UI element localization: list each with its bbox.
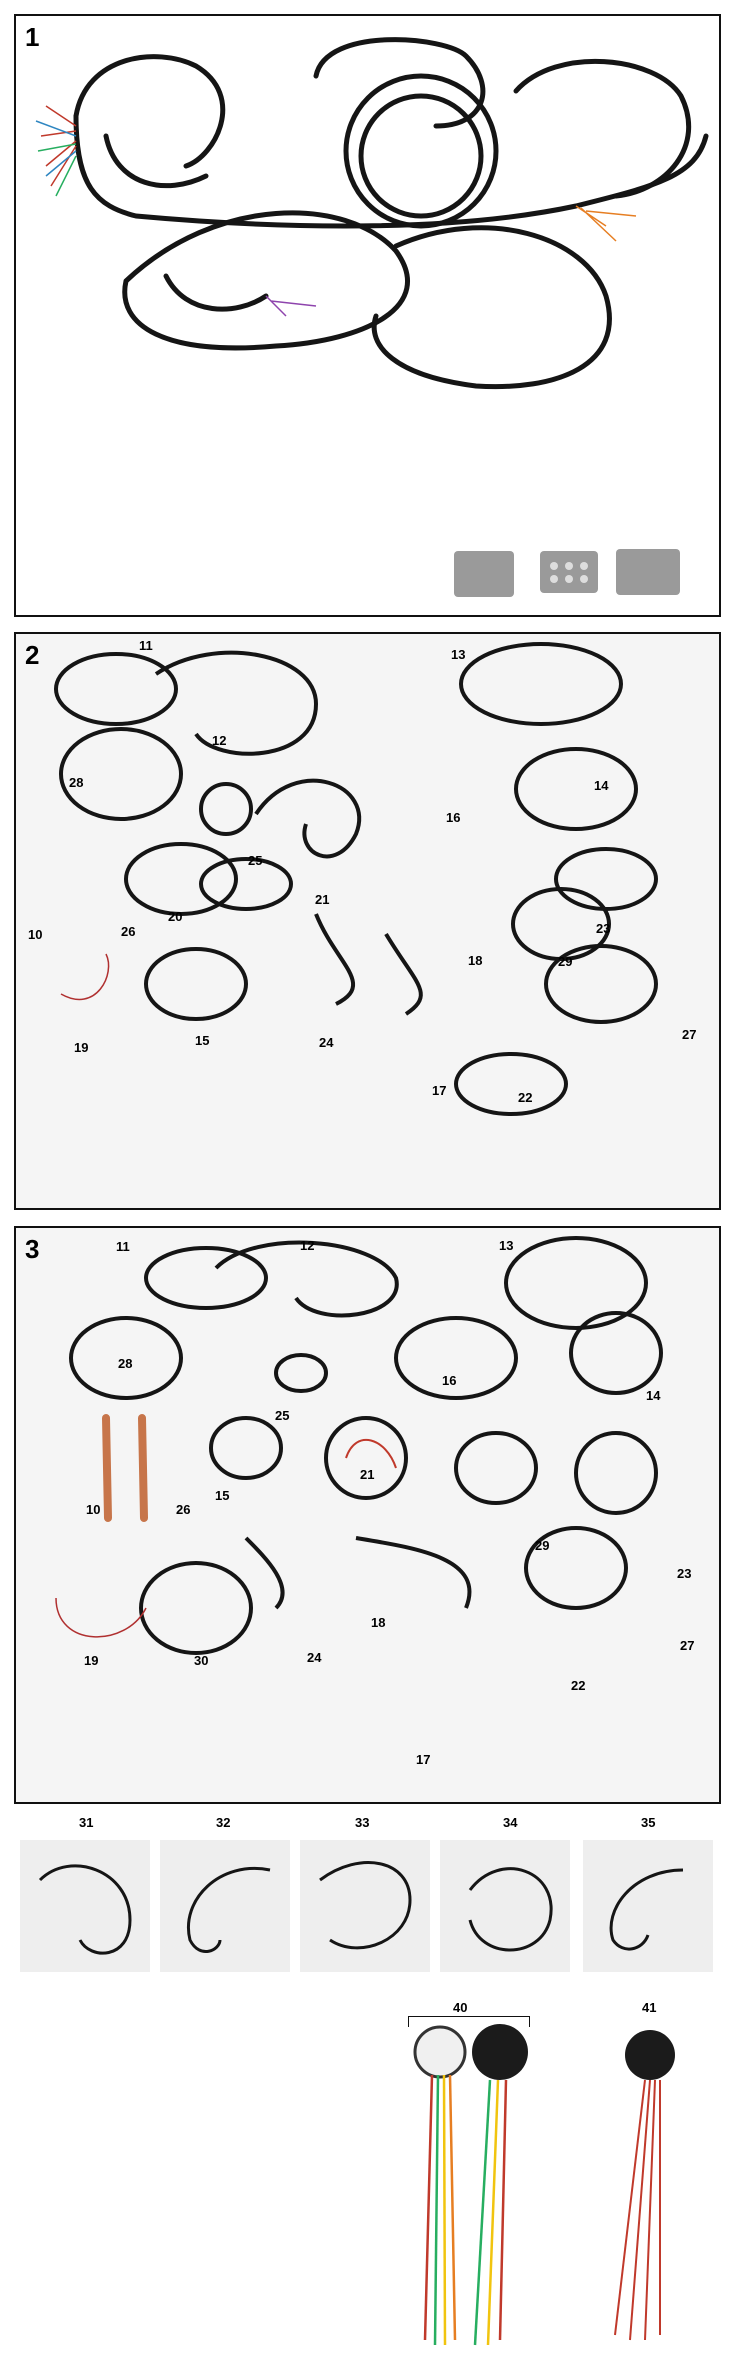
label-18: 18 [371, 1615, 386, 1630]
harness-33-image [300, 1840, 430, 1972]
bracket [408, 2016, 530, 2027]
label-31: 31 [79, 1815, 94, 1830]
label-25: 25 [275, 1408, 290, 1423]
harness-32-image [160, 1840, 290, 1972]
label-24: 24 [307, 1650, 322, 1665]
panel-2: 2 11 12 13 28 14 16 25 10 [14, 632, 721, 1210]
label-23: 23 [677, 1566, 692, 1581]
label-32: 32 [216, 1815, 231, 1830]
label-28: 28 [69, 775, 84, 790]
label-14: 14 [594, 778, 609, 793]
label-21: 21 [360, 1467, 375, 1482]
label-11: 11 [139, 638, 153, 653]
label-22: 22 [571, 1678, 586, 1693]
panel-1: 1 [14, 14, 721, 617]
label-16: 16 [446, 810, 461, 825]
label-21: 21 [315, 892, 330, 907]
label-28: 28 [118, 1356, 133, 1371]
label-41: 41 [642, 2000, 657, 2015]
label-17: 17 [416, 1752, 431, 1767]
label-18: 18 [468, 953, 483, 968]
wiring-components-image [55, 1236, 663, 1655]
wiring-components-image [54, 642, 658, 1116]
label-26: 26 [121, 924, 136, 939]
label-12: 12 [300, 1238, 315, 1253]
label-23: 23 [596, 921, 611, 936]
label-11: 11 [116, 1239, 130, 1254]
label-10: 10 [28, 927, 43, 942]
harness-34-image [440, 1840, 570, 1972]
label-29: 29 [558, 954, 573, 969]
label-19: 19 [74, 1040, 89, 1055]
label-29: 29 [535, 1538, 550, 1553]
panel-number: 3 [25, 1234, 40, 1264]
label-15: 15 [195, 1033, 210, 1048]
harness-35-image [583, 1840, 713, 1972]
label-22: 22 [518, 1090, 533, 1105]
label-12: 12 [212, 733, 227, 748]
label-13: 13 [499, 1238, 514, 1253]
label-19: 19 [84, 1653, 99, 1668]
label-30: 30 [194, 1653, 209, 1668]
label-13: 13 [451, 647, 466, 662]
panel-number: 1 [25, 22, 40, 52]
label-10: 10 [86, 1502, 101, 1517]
harness-31-image [20, 1840, 150, 1972]
label-26: 26 [176, 1502, 191, 1517]
label-17: 17 [432, 1083, 447, 1098]
label-34: 34 [503, 1815, 518, 1830]
label-27: 27 [682, 1027, 697, 1042]
label-14: 14 [646, 1388, 661, 1403]
label-40: 40 [453, 2000, 468, 2015]
panel-number: 2 [25, 640, 40, 670]
label-35: 35 [641, 1815, 656, 1830]
label-20: 20 [168, 909, 183, 924]
label-25: 25 [248, 853, 263, 868]
label-15: 15 [215, 1488, 230, 1503]
label-27: 27 [680, 1638, 695, 1653]
label-16: 16 [442, 1373, 457, 1388]
label-24: 24 [319, 1035, 334, 1050]
panel-3: 3 11 12 13 28 16 14 25 10 2 [14, 1226, 721, 1804]
main-wiring-harness-image [35, 37, 709, 597]
label-33: 33 [355, 1815, 370, 1830]
